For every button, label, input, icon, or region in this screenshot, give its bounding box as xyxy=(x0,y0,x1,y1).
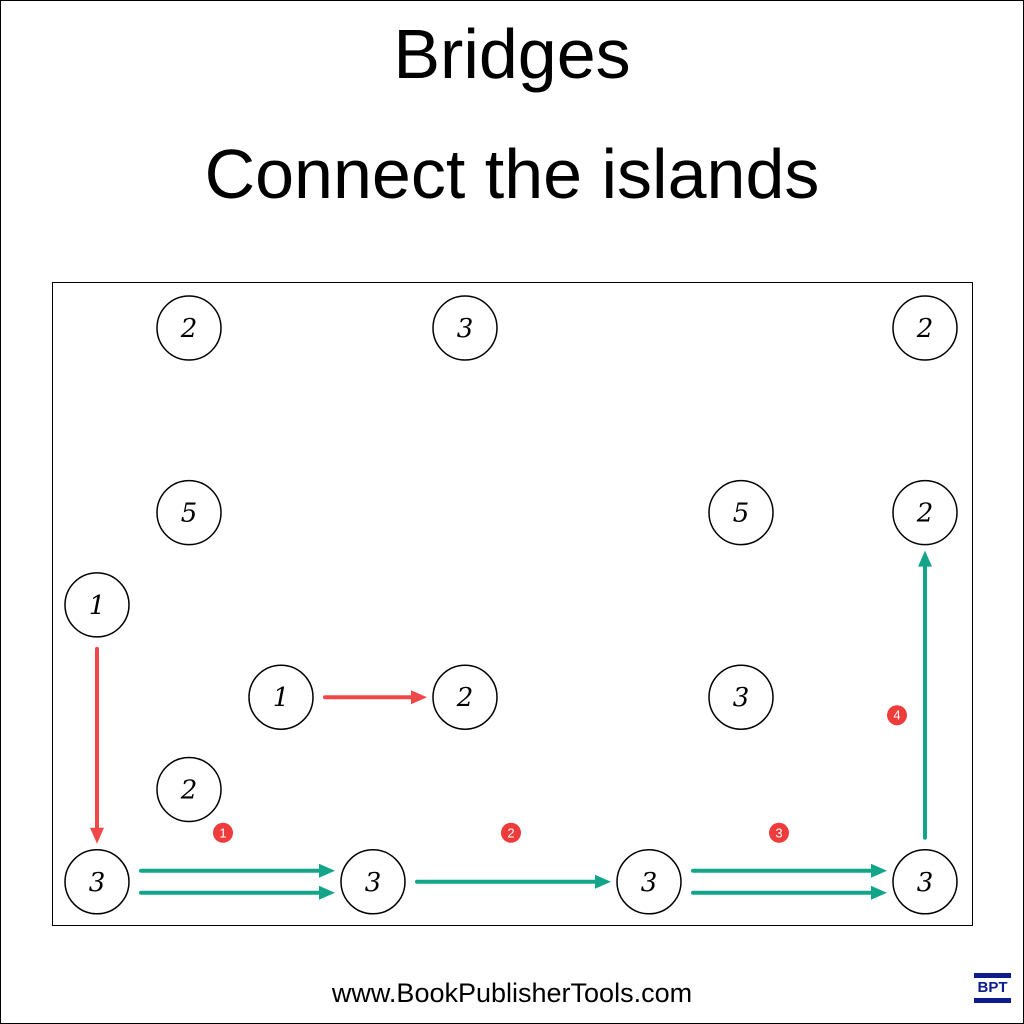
island-value: 2 xyxy=(180,776,198,806)
arrow-head-icon xyxy=(319,863,335,878)
island[interactable]: 3 xyxy=(616,849,682,915)
island-circle xyxy=(892,479,958,546)
arrow-head-icon xyxy=(595,874,611,889)
step-number: 3 xyxy=(775,825,782,840)
island-circle xyxy=(64,849,130,915)
island-circle xyxy=(156,295,222,361)
island-circle xyxy=(892,295,958,361)
island[interactable]: 3 xyxy=(340,849,406,915)
island-value: 3 xyxy=(365,868,382,898)
island[interactable]: 5 xyxy=(708,479,774,546)
island[interactable]: 3 xyxy=(892,849,958,915)
island[interactable]: 2 xyxy=(156,295,222,361)
bridge-green: 1 xyxy=(139,822,335,900)
bridge-green: 3 xyxy=(691,822,887,900)
arrow-head-icon xyxy=(918,550,932,567)
bridge-green: 4 xyxy=(887,550,932,840)
step-badge: 2 xyxy=(501,822,521,843)
island-value: 2 xyxy=(180,314,198,344)
island[interactable]: 5 xyxy=(156,479,222,546)
island-value: 3 xyxy=(89,868,106,898)
bpt-logo: BPT xyxy=(974,973,1011,1003)
subtitle: Connect the islands xyxy=(204,135,820,213)
arrow-head-icon xyxy=(871,885,887,900)
island-circle xyxy=(892,849,958,915)
island-value: 5 xyxy=(181,499,198,529)
island[interactable]: 2 xyxy=(432,664,498,730)
island[interactable]: 2 xyxy=(156,756,222,823)
island-circle xyxy=(156,479,222,546)
island-value: 3 xyxy=(641,868,658,898)
island-circle xyxy=(432,664,498,730)
island-value: 1 xyxy=(89,591,106,621)
arrow-head-icon xyxy=(411,690,427,705)
island-value: 1 xyxy=(273,683,290,713)
island-value: 5 xyxy=(733,499,750,529)
island-circle xyxy=(156,756,222,823)
island[interactable]: 2 xyxy=(892,295,958,361)
island-circle xyxy=(708,664,774,730)
board-frame xyxy=(52,282,973,926)
bridge-red xyxy=(90,646,104,844)
island[interactable]: 1 xyxy=(248,664,314,730)
step-number: 1 xyxy=(219,825,226,840)
island-value: 3 xyxy=(457,314,474,344)
island-circle xyxy=(248,664,314,730)
island-value: 3 xyxy=(917,868,934,898)
island-value: 2 xyxy=(456,683,474,713)
island-circle xyxy=(64,572,130,638)
island-circle xyxy=(340,849,406,915)
bridge-red xyxy=(323,690,427,705)
step-number: 2 xyxy=(507,825,514,840)
island[interactable]: 3 xyxy=(708,664,774,730)
island[interactable]: 2 xyxy=(892,479,958,546)
island[interactable]: 3 xyxy=(432,295,498,361)
island-circle xyxy=(432,295,498,361)
arrow-head-icon xyxy=(871,863,887,878)
step-badge: 3 xyxy=(769,822,789,843)
island-value: 3 xyxy=(733,683,750,713)
step-badge: 1 xyxy=(213,822,233,843)
island[interactable]: 3 xyxy=(64,849,130,915)
island-circle xyxy=(616,849,682,915)
title: Bridges xyxy=(393,15,631,93)
arrow-head-icon xyxy=(90,827,104,844)
island[interactable]: 1 xyxy=(64,572,130,638)
arrow-head-icon xyxy=(319,885,335,900)
step-badge: 4 xyxy=(887,705,907,726)
island-value: 2 xyxy=(916,314,934,344)
bridge-green: 2 xyxy=(415,822,611,889)
island-value: 2 xyxy=(916,499,934,529)
island-circle xyxy=(708,479,774,546)
step-number: 4 xyxy=(893,708,900,723)
footer-url[interactable]: www.BookPublisherTools.com xyxy=(331,978,693,1008)
